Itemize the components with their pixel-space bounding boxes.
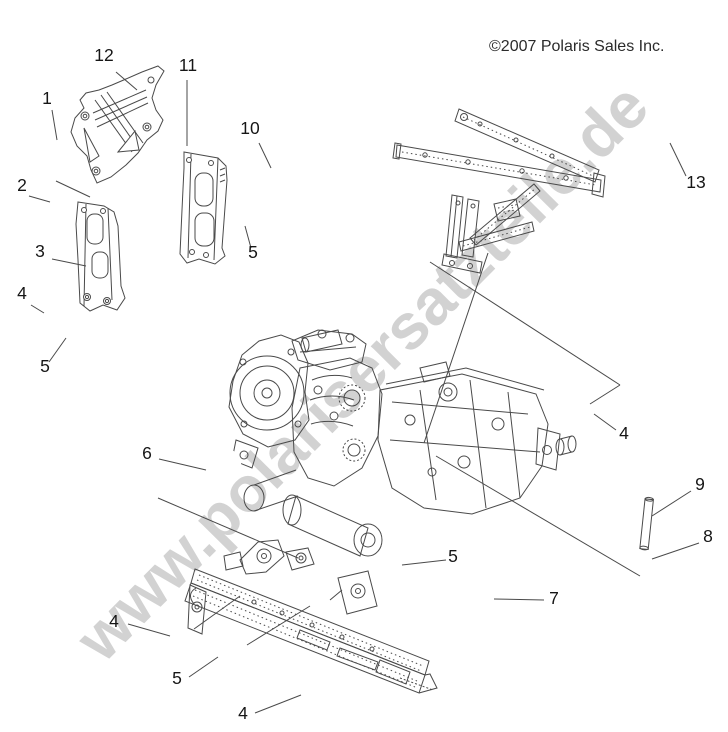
callout-11: 11 xyxy=(179,55,197,75)
frame-lower-section xyxy=(185,540,437,693)
callout-7: 7 xyxy=(549,588,559,608)
frame-upper-section xyxy=(393,109,605,273)
callout-12: 12 xyxy=(94,45,113,65)
nut-8 xyxy=(635,553,651,569)
callout-5-left: 5 xyxy=(40,356,50,376)
leader-lines xyxy=(29,72,699,713)
engine-transmission-assembly xyxy=(229,330,576,556)
callout-8: 8 xyxy=(703,526,713,546)
screw-5-left xyxy=(56,316,92,346)
bolt-7 xyxy=(421,584,487,638)
callout-3: 3 xyxy=(35,241,45,261)
callout-6: 6 xyxy=(142,443,152,463)
callout-4-bottom: 4 xyxy=(238,703,248,723)
callout-5-upper: 5 xyxy=(248,242,258,262)
fasteners xyxy=(40,112,692,702)
assembly-lines xyxy=(56,181,640,645)
bolt-1 xyxy=(49,141,66,178)
nut-4-right xyxy=(568,397,590,419)
callout-labels: 1 2 3 4 5 12 11 10 5 13 6 4 9 8 7 5 5 4 … xyxy=(17,45,713,723)
mount-bracket-11 xyxy=(180,152,227,264)
callout-2: 2 xyxy=(17,175,27,195)
bolt-13 xyxy=(621,112,692,167)
callout-10: 10 xyxy=(240,118,260,138)
callout-5-lower: 5 xyxy=(172,668,182,688)
callout-5-mid: 5 xyxy=(448,546,458,566)
callout-4-left: 4 xyxy=(17,283,27,303)
screw-5-lower xyxy=(213,632,249,664)
bolt-6 xyxy=(165,447,244,504)
callout-4-right: 4 xyxy=(619,423,629,443)
mount-plate-12 xyxy=(71,66,164,183)
copyright-notice: ©2007 Polaris Sales Inc. xyxy=(489,38,664,55)
callout-9: 9 xyxy=(695,474,705,494)
nut-2 xyxy=(48,193,68,212)
callout-1: 1 xyxy=(42,88,52,108)
pin-9 xyxy=(640,497,654,550)
mount-bracket-3 xyxy=(76,202,125,311)
screw-5-upper xyxy=(229,198,265,230)
nut-4-bottom xyxy=(300,680,322,702)
callout-4-lowerleft: 4 xyxy=(109,611,119,631)
nut-4-left xyxy=(40,302,62,324)
nut-4-lowerleft xyxy=(168,626,190,648)
callout-13: 13 xyxy=(686,172,705,192)
